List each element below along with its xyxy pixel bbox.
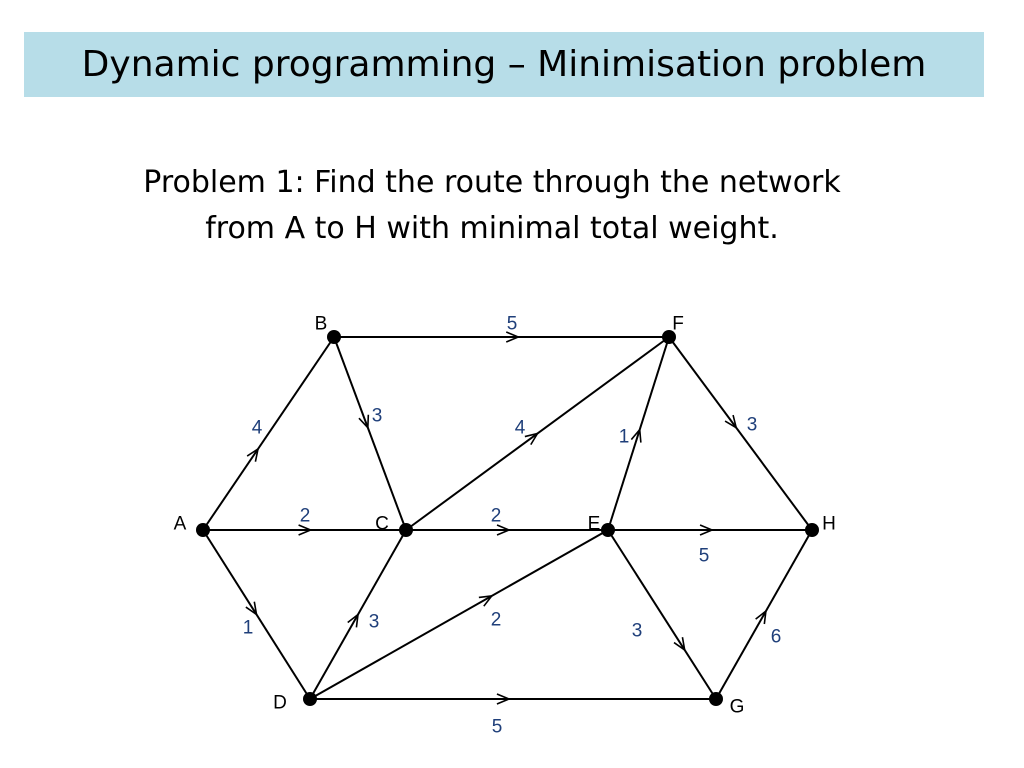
edge-arrow-icon [673, 637, 686, 652]
title-bar: Dynamic programming – Minimisation probl… [24, 32, 984, 97]
edge-b-f: 5 [334, 314, 669, 343]
edge-weight-label: 3 [747, 415, 758, 436]
node-dot [805, 523, 819, 537]
node-d: D [273, 692, 317, 714]
edge-arrow-icon [724, 414, 738, 430]
edge-line [333, 336, 407, 531]
edge-arrow-icon [347, 612, 360, 628]
edge-a-d: 1 [202, 529, 311, 700]
edge-e-f: 1 [607, 336, 670, 531]
edge-d-e: 2 [309, 529, 609, 700]
edge-line [715, 529, 813, 700]
edge-arrow-icon [524, 432, 540, 446]
edge-line [309, 529, 609, 700]
edge-arrow-icon [755, 609, 767, 625]
problem-line-1: Problem 1: Find the route through the ne… [143, 165, 841, 200]
node-a: A [174, 514, 210, 537]
edge-a-c: 2 [203, 506, 406, 536]
node-h: H [805, 514, 836, 537]
node-g: G [709, 692, 744, 718]
edge-e-g: 3 [607, 529, 717, 700]
node-dot [399, 523, 413, 537]
edge-weight-label: 3 [372, 406, 383, 427]
edge-arrow-icon [358, 414, 370, 430]
nodes-layer: A B C D E F G H [174, 314, 836, 718]
edge-f-h: 3 [668, 336, 813, 531]
node-label: H [822, 514, 836, 535]
node-label: G [730, 697, 745, 718]
edge-weight-label: 6 [771, 627, 782, 648]
edge-d-c: 3 [309, 529, 407, 700]
edge-c-e: 2 [406, 506, 608, 536]
node-label: C [375, 514, 389, 535]
edge-a-b: 4 [202, 336, 335, 531]
node-label: B [315, 314, 328, 335]
edge-line [607, 529, 717, 700]
node-dot [709, 692, 723, 706]
node-label: F [672, 314, 684, 335]
edge-weight-label: 5 [492, 717, 503, 738]
edge-weight-label: 3 [632, 621, 643, 642]
slide-title: Dynamic programming – Minimisation probl… [81, 44, 927, 85]
edge-arrow-icon [699, 524, 715, 536]
problem-line-2: from A to H with minimal total weight. [205, 211, 779, 246]
edges-layer: 4 2 1 5 3 4 2 3 2 5 1 5 3 3 6 [202, 314, 813, 738]
node-label: A [174, 514, 187, 535]
edge-weight-label: 1 [619, 427, 630, 448]
edge-weight-label: 4 [515, 418, 526, 439]
edge-b-c: 3 [333, 336, 407, 531]
edge-arrow-icon [496, 693, 512, 705]
edge-arrow-icon [496, 524, 512, 536]
edge-line [607, 336, 670, 531]
problem-statement: Problem 1: Find the route through the ne… [60, 160, 924, 252]
node-f: F [662, 314, 684, 344]
edge-weight-label: 3 [369, 612, 380, 633]
node-b: B [315, 314, 341, 344]
edge-arrow-icon [298, 524, 313, 536]
edge-e-h: 5 [608, 524, 812, 567]
edge-arrow-icon [246, 447, 260, 462]
edge-weight-label: 5 [699, 546, 710, 567]
edge-line [202, 336, 335, 531]
node-c: C [375, 514, 413, 537]
edge-c-f: 4 [405, 336, 670, 531]
edge-weight-label: 1 [243, 618, 254, 639]
edge-g-h: 6 [715, 529, 813, 700]
edge-d-g: 5 [310, 693, 716, 738]
edge-arrow-icon [478, 594, 494, 607]
edge-weight-label: 2 [300, 506, 311, 527]
edge-weight-label: 4 [252, 418, 263, 439]
node-label: D [273, 693, 287, 714]
node-dot [601, 523, 615, 537]
node-e: E [588, 514, 615, 537]
edge-line [668, 336, 813, 531]
node-dot [662, 330, 676, 344]
node-label: E [588, 514, 601, 535]
edge-weight-label: 2 [491, 610, 502, 631]
edge-arrow-icon [245, 601, 258, 617]
edge-weight-label: 5 [507, 314, 518, 335]
edge-arrow-icon [505, 331, 521, 343]
node-dot [196, 523, 210, 537]
edge-arrow-icon [630, 427, 642, 443]
node-dot [327, 330, 341, 344]
node-dot [303, 692, 317, 706]
edge-weight-label: 2 [491, 506, 502, 527]
